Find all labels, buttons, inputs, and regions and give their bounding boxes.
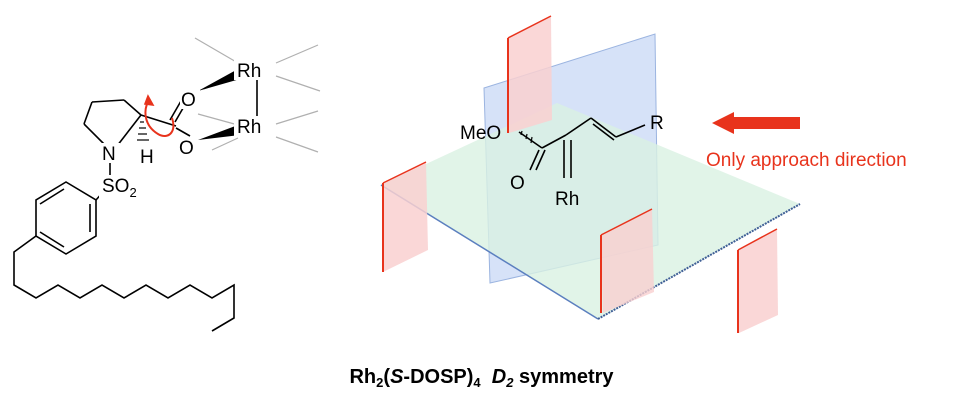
red-plane-right (738, 229, 778, 333)
red-plane-front (601, 209, 654, 313)
rh-carbene-label: Rh (555, 189, 579, 210)
quadrant-model: MeO O R Rh Only approach direction (380, 15, 907, 333)
r-label: R (650, 113, 664, 134)
red-plane-back (508, 16, 552, 133)
o-label-carbonyl: O (181, 90, 196, 111)
h-label: H (140, 147, 154, 168)
dosp-structure (13, 37, 321, 332)
rh-label-top: Rh (237, 61, 261, 82)
approach-arrow (712, 112, 800, 134)
n-label: N (102, 144, 116, 165)
meo-label: MeO (460, 123, 501, 144)
dosp-atom-labels: Rh Rh O O N H SO2 (99, 60, 274, 200)
dodecyl-chain (13, 235, 235, 332)
approach-label: Only approach direction (706, 150, 907, 171)
carbenoid-structure (518, 117, 646, 178)
hashed-bond-h (137, 121, 149, 141)
figure-caption: Rh2(S-DOSP)4 D2 symmetry (349, 366, 614, 390)
so2-label: SO2 (102, 176, 137, 200)
rotation-arrow (144, 98, 175, 137)
red-plane-left (383, 162, 428, 272)
wedge-bond-bottom (198, 125, 240, 140)
carbonyl-o-label: O (510, 173, 525, 194)
green-plane (381, 103, 800, 319)
rh-label-bottom: Rh (237, 117, 261, 138)
o-label-ester: O (179, 138, 194, 159)
hashed-bond-meo (520, 130, 533, 144)
wedge-bond-top (198, 69, 240, 91)
